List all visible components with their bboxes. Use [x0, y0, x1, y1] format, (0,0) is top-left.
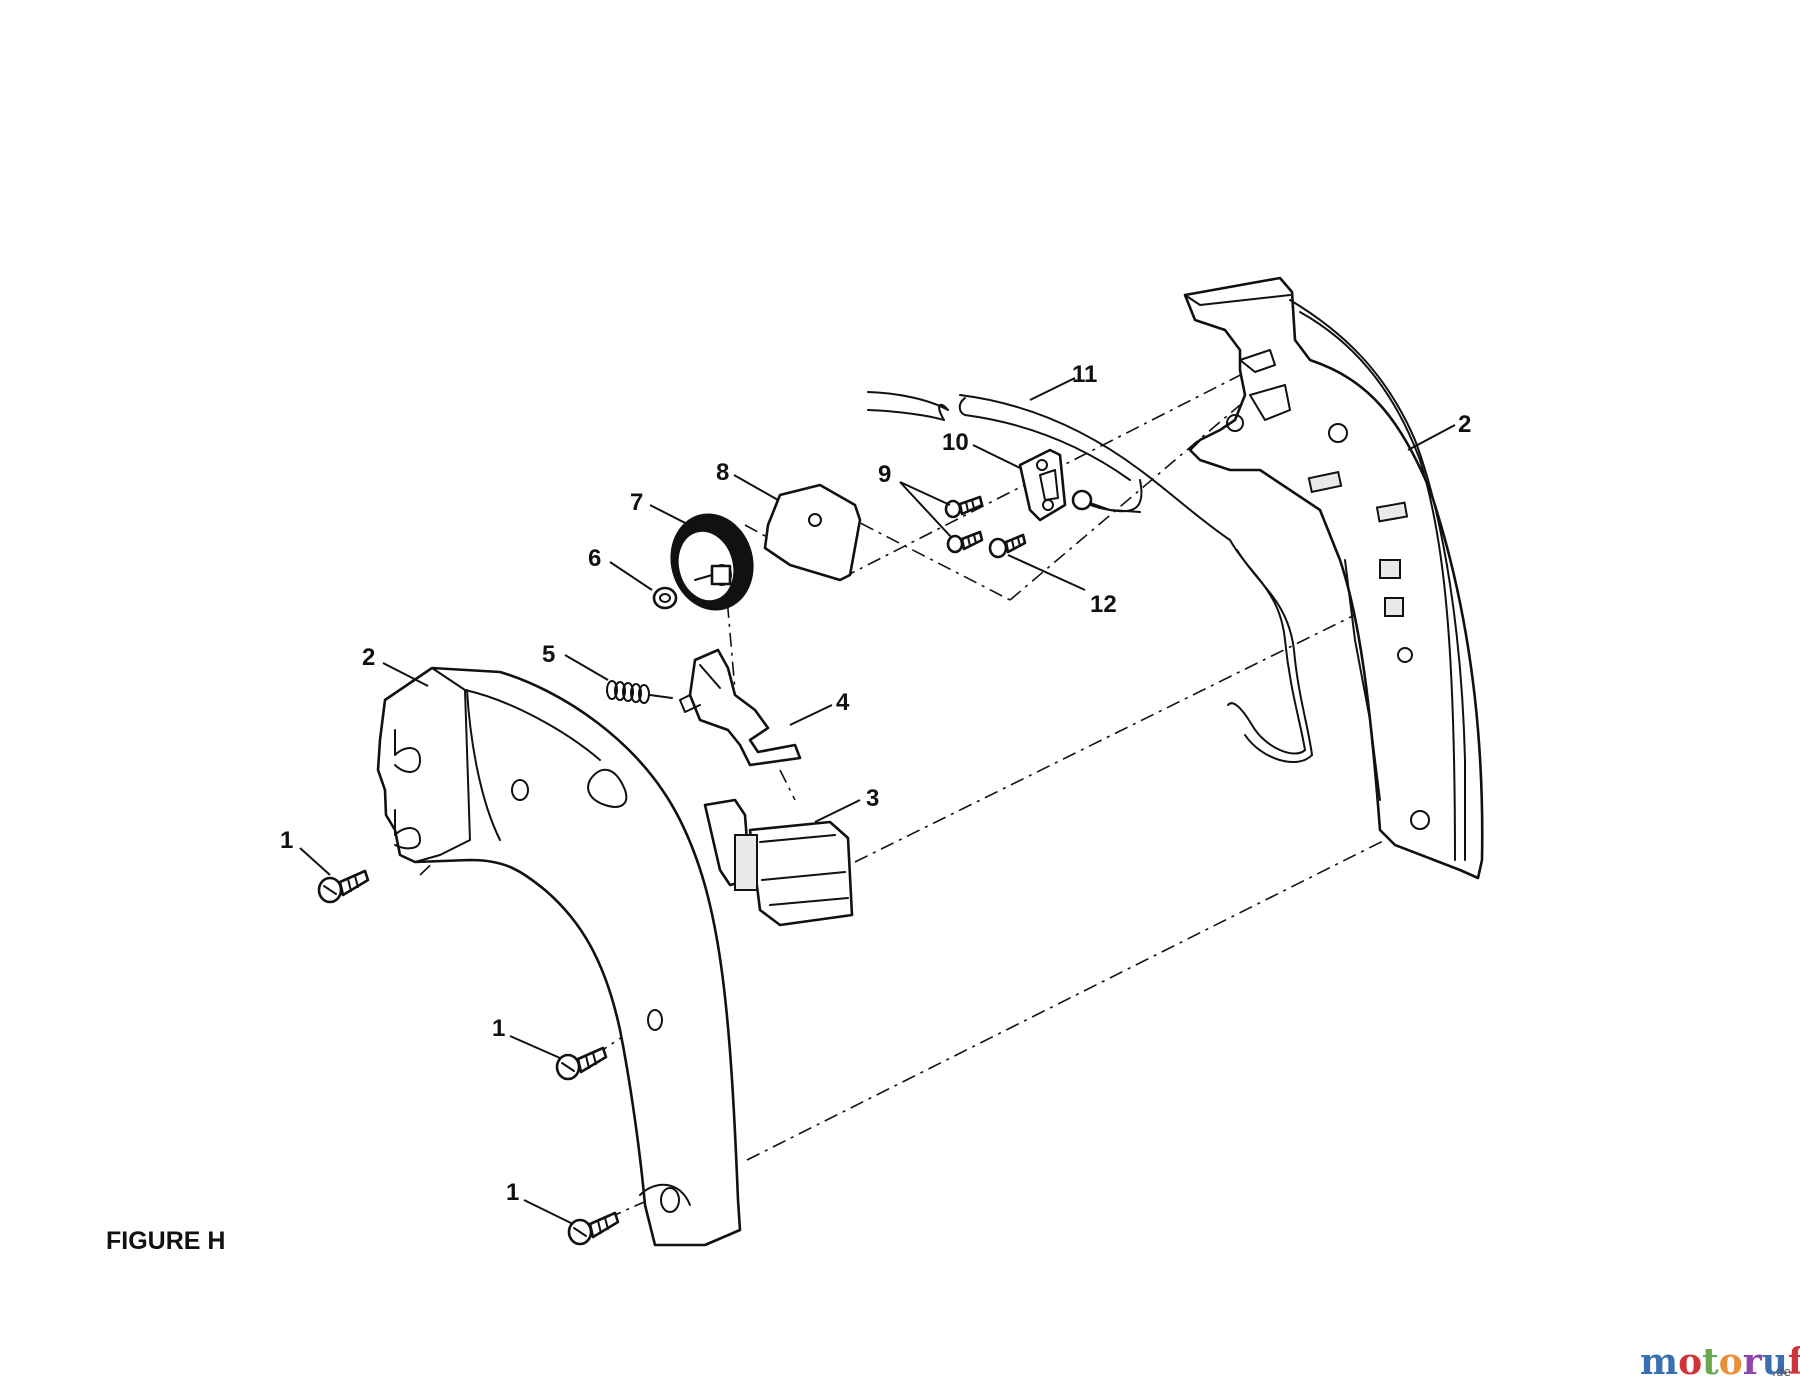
screw-1c	[567, 1211, 620, 1246]
watermark-letter: f	[1788, 1341, 1800, 1383]
ground-terminal	[1071, 489, 1141, 513]
callout-9: 9	[878, 461, 891, 488]
callout-2: 2	[362, 644, 375, 671]
watermark-letter: m	[1640, 1341, 1678, 1383]
callout-leaders	[299, 377, 1456, 1225]
callout-10: 10	[942, 429, 969, 456]
housing-half-left	[376, 666, 742, 1247]
callout-4: 4	[836, 689, 850, 716]
watermark-suffix: .de	[1772, 1365, 1791, 1379]
spring	[606, 680, 673, 704]
dial-plate	[763, 483, 862, 582]
lock-off-lever	[679, 648, 802, 767]
callout-8: 8	[716, 459, 729, 486]
callout-1: 1	[492, 1015, 505, 1042]
housing-half-right	[1183, 276, 1484, 880]
callout-5: 5	[542, 641, 555, 668]
watermark-letter: u	[1762, 1341, 1788, 1383]
watermark-letter: o	[1719, 1341, 1743, 1383]
callout-numbers: 1 1 1 2 2 3 4 5 6 7 8 9 10 11 12	[280, 361, 1471, 1206]
screw-1a	[317, 869, 370, 904]
watermark-letter: o	[1678, 1341, 1702, 1383]
screw-9a	[944, 495, 984, 519]
trigger-switch	[703, 798, 854, 927]
speed-dial-wheel	[670, 513, 754, 611]
callout-1: 1	[280, 827, 293, 854]
cord-clamp	[1018, 448, 1067, 522]
watermark-text: motoruf	[1640, 1341, 1800, 1383]
screw-1b	[555, 1046, 608, 1081]
watermark-letter: t	[1702, 1341, 1719, 1383]
screw-12	[988, 533, 1027, 559]
callout-2: 2	[1458, 411, 1471, 438]
washer	[652, 586, 678, 610]
watermark-letter: r	[1743, 1341, 1763, 1383]
figure-label: FIGURE H	[106, 1227, 225, 1255]
watermark-logo: motoruf .de	[1640, 1341, 1800, 1383]
callout-1: 1	[506, 1179, 519, 1206]
callout-7: 7	[630, 489, 643, 516]
screw-9b	[946, 530, 984, 554]
callout-12: 12	[1090, 591, 1117, 618]
callout-3: 3	[866, 785, 879, 812]
callout-11: 11	[1072, 361, 1097, 388]
callout-6: 6	[588, 545, 601, 572]
